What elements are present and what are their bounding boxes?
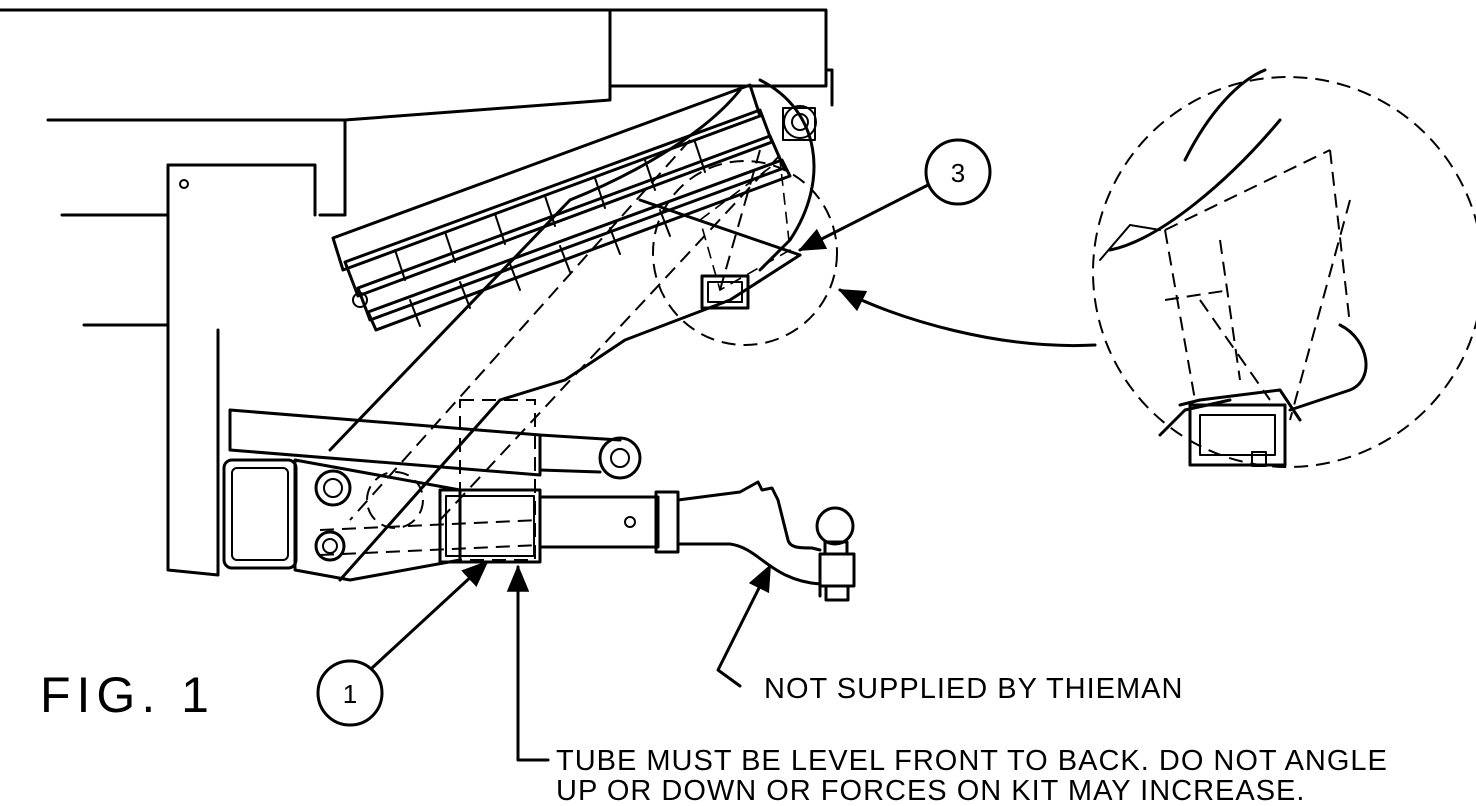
bracket-assembly	[222, 399, 642, 582]
balloon-1: 1	[316, 560, 489, 727]
balloon-1-leader	[370, 560, 489, 670]
hanger-arm	[328, 78, 816, 582]
hitch-ball-icon	[815, 506, 855, 546]
ball-mount	[676, 480, 856, 602]
tube-note-line-2: UP OR DOWN OR FORCES ON KIT MAY INCREASE…	[556, 775, 1305, 806]
balloon-1-number: 1	[343, 679, 357, 709]
balloon-3-leader	[797, 183, 930, 252]
tube-note-line-1: TUBE MUST BE LEVEL FRONT TO BACK. DO NOT…	[556, 745, 1388, 777]
vehicle-frame	[0, 8, 834, 327]
leaf-spring	[331, 83, 817, 332]
frame-plate	[166, 163, 220, 577]
spring-eye-icon	[352, 292, 368, 308]
pin-hole-icon	[624, 516, 636, 528]
receiver-tube	[438, 488, 680, 564]
bolt-icon	[314, 469, 352, 507]
figure-label: FIG. 1	[40, 667, 215, 723]
bolt-icon	[314, 530, 346, 562]
not-supplied-note: NOT SUPPLIED BY THIEMAN	[764, 673, 1183, 705]
detail-view	[1092, 68, 1476, 468]
shackle-bolt-icon	[783, 105, 817, 139]
detail-leader	[837, 288, 1097, 348]
not-supplied-leader	[716, 563, 772, 688]
detail-small-clip	[700, 274, 750, 310]
pivot-eye-icon	[598, 436, 642, 480]
tube-note-leader	[506, 564, 550, 762]
balloon-3-number: 3	[951, 158, 965, 188]
balloon-3: 3	[797, 138, 992, 252]
bolt-hole-icon	[179, 179, 189, 189]
detail-callout-circle	[652, 160, 838, 346]
